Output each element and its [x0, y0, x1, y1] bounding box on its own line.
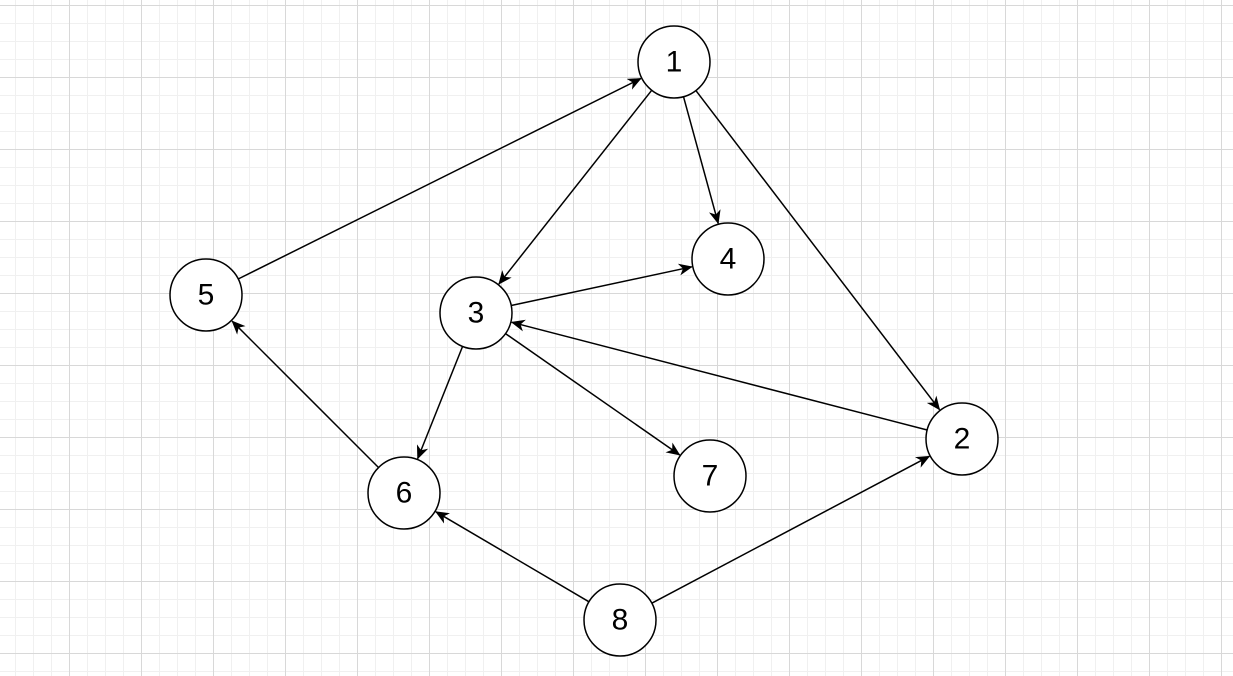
edge-3-to-7	[505, 332, 681, 456]
node-circle	[169, 258, 243, 332]
edge-6-to-5	[231, 320, 380, 469]
node-label: 2	[954, 423, 971, 456]
node-label: 4	[720, 243, 737, 276]
node-label: 6	[396, 477, 413, 510]
node-4[interactable]: 4	[691, 222, 765, 296]
edge-3-to-6	[416, 346, 464, 460]
edge-3-to-4	[511, 263, 693, 307]
nodes-layer: 1 2 3 4 5 6 7 8	[169, 25, 999, 657]
node-8[interactable]: 8	[583, 583, 657, 657]
node-label: 1	[666, 46, 683, 79]
edges-layer	[231, 77, 941, 604]
node-label: 8	[612, 604, 629, 637]
node-label: 5	[198, 279, 215, 312]
node-circle	[925, 402, 999, 476]
node-circle	[691, 222, 765, 296]
node-2[interactable]: 2	[925, 402, 999, 476]
edge-2-to-3	[510, 319, 928, 431]
node-circle	[583, 583, 657, 657]
node-label: 7	[702, 460, 719, 493]
edge-5-to-1	[237, 77, 642, 280]
edge-1-to-3	[498, 89, 653, 285]
edge-8-to-2	[651, 455, 931, 604]
node-circle	[367, 456, 441, 530]
node-7[interactable]: 7	[673, 439, 747, 513]
edge-8-to-6	[435, 511, 590, 603]
edge-1-to-4	[682, 96, 721, 225]
node-circle	[439, 276, 513, 350]
node-6[interactable]: 6	[367, 456, 441, 530]
edge-1-to-2	[695, 90, 941, 411]
node-1[interactable]: 1	[637, 25, 711, 99]
node-5[interactable]: 5	[169, 258, 243, 332]
node-circle	[637, 25, 711, 99]
node-circle	[673, 439, 747, 513]
node-label: 3	[468, 297, 485, 330]
node-3[interactable]: 3	[439, 276, 513, 350]
